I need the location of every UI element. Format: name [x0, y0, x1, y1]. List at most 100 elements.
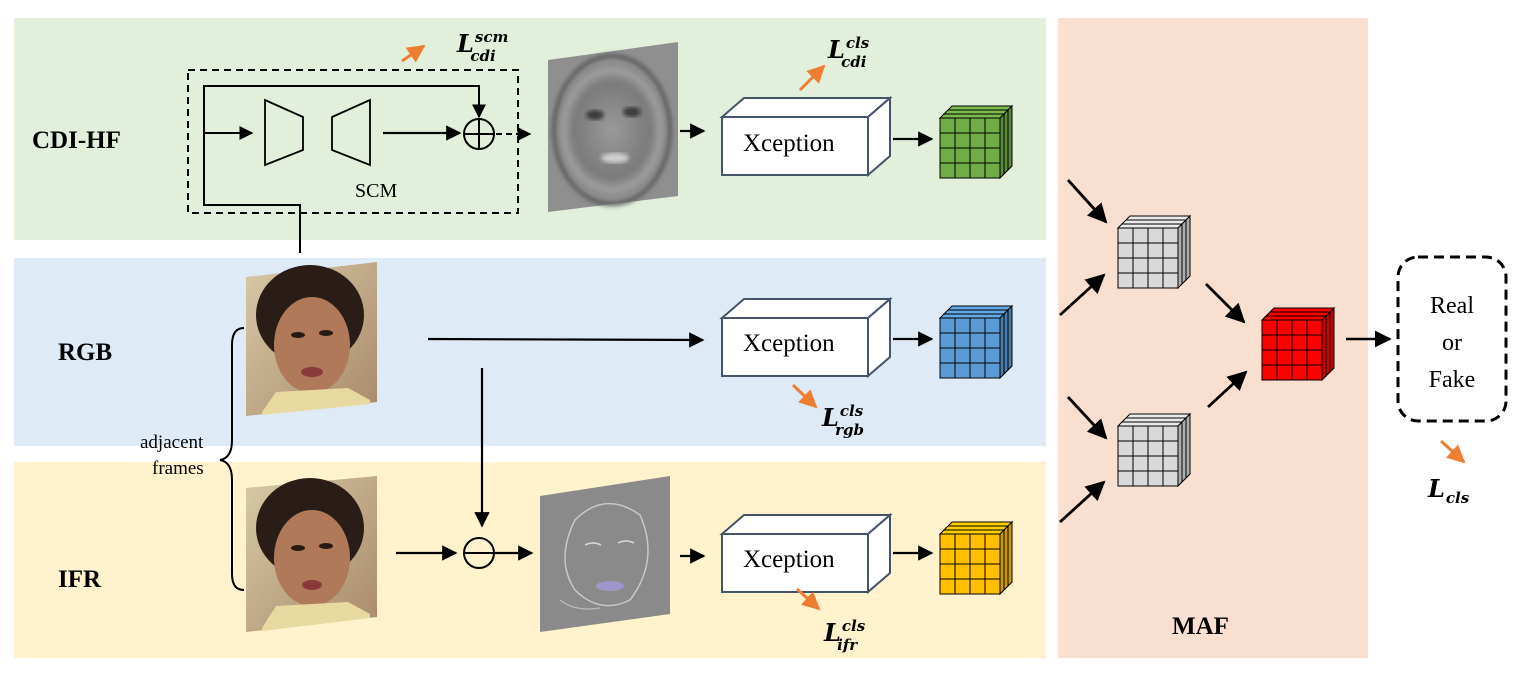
- cube-cell: [939, 533, 956, 550]
- cube-cell: [954, 578, 971, 595]
- cube-cell: [969, 117, 986, 134]
- cube-cell: [939, 347, 956, 364]
- cube-cell: [1306, 334, 1323, 351]
- cube-cell: [1132, 440, 1149, 457]
- cube-top-slice: [1120, 417, 1188, 423]
- xception-front-face: [721, 317, 869, 377]
- loss-sup: cls: [842, 617, 866, 635]
- loss-arrow-cdi-cls: [798, 64, 826, 92]
- cube-cell: [1261, 364, 1278, 381]
- cube-cell: [984, 347, 1001, 364]
- xception-top-face: [719, 514, 893, 535]
- xception-front-face: [721, 116, 869, 176]
- cube-cell: [969, 563, 986, 580]
- cube-cell: [939, 332, 956, 349]
- cube-cell: [1147, 425, 1164, 442]
- cube-top-slice: [1124, 413, 1192, 419]
- xception-label-cdi: Xception: [743, 130, 835, 157]
- cube-cell: [1291, 349, 1308, 366]
- cube-cell: [984, 317, 1001, 334]
- cube-cell: [1132, 455, 1149, 472]
- cube-cell: [939, 117, 956, 134]
- cube-cell: [969, 347, 986, 364]
- cube-cell: [1147, 242, 1164, 259]
- feature-cube-fused-2: [1116, 412, 1192, 488]
- scm-encoder: [264, 98, 304, 167]
- cube-side-slice: [1181, 416, 1187, 484]
- arrow-fuse2-to-final: [1207, 370, 1248, 409]
- cube-cell: [1147, 272, 1164, 289]
- cube-cell: [954, 548, 971, 565]
- cdi-hf-image: [548, 42, 678, 212]
- cube-cell: [1117, 425, 1134, 442]
- cube-cell: [1132, 425, 1149, 442]
- cube-cell: [969, 317, 986, 334]
- cube-cell: [939, 317, 956, 334]
- cube-cell: [1147, 440, 1164, 457]
- loss-arrow-scm: [401, 44, 426, 63]
- cube-top-slice: [938, 529, 1006, 535]
- row-label-ifr: IFR: [58, 566, 102, 593]
- cube-cell: [954, 162, 971, 179]
- cube-cell: [984, 362, 1001, 379]
- cube-cell: [984, 132, 1001, 149]
- cube-cell: [1147, 257, 1164, 274]
- cube-cell: [984, 578, 1001, 595]
- feature-cube-cdi: [938, 104, 1014, 180]
- cube-cell: [969, 147, 986, 164]
- cube-top-slice: [946, 305, 1014, 311]
- cube-cell: [1162, 455, 1179, 472]
- scm-box: [187, 69, 519, 214]
- xception-label-ifr: Xception: [743, 546, 835, 573]
- cube-cell: [954, 332, 971, 349]
- cube-cell: [1117, 242, 1134, 259]
- cube-cell: [1276, 334, 1293, 351]
- ifr-region: [14, 462, 1046, 658]
- arrow-cdi-to-fuse1: [1066, 179, 1108, 224]
- cube-cell: [1132, 272, 1149, 289]
- cube-cell: [1261, 349, 1278, 366]
- arrow-ifr-to-fuse2: [1059, 480, 1106, 524]
- cube-cell: [1117, 455, 1134, 472]
- cube-cell: [939, 578, 956, 595]
- cube-side-slice: [1185, 412, 1191, 480]
- cube-side-slice: [1329, 306, 1335, 374]
- cube-cell: [1162, 242, 1179, 259]
- cube-cell: [984, 117, 1001, 134]
- cube-cell: [984, 162, 1001, 179]
- feature-cube-fused-1: [1116, 214, 1192, 290]
- cube-cell: [939, 548, 956, 565]
- xception-top-face: [719, 97, 893, 118]
- cube-cell: [1276, 364, 1293, 381]
- output-fake: Fake: [1429, 367, 1476, 393]
- cube-cell: [1132, 227, 1149, 244]
- scm-label: SCM: [355, 180, 397, 202]
- arrow-rgb-to-xception: [427, 332, 705, 348]
- cube-cell: [954, 317, 971, 334]
- cube-cell: [1261, 319, 1278, 336]
- loss-base: L: [827, 35, 845, 64]
- cube-top-slice: [1268, 307, 1336, 313]
- xception-block-ifr: [719, 512, 893, 595]
- loss-sup: cls: [846, 34, 870, 52]
- output-or: or: [1442, 330, 1462, 356]
- cube-cell: [1162, 272, 1179, 289]
- arrow-fuse1-to-final: [1205, 283, 1246, 324]
- cube-cell: [954, 132, 971, 149]
- cube-cell: [1162, 470, 1179, 487]
- cube-cell: [954, 563, 971, 580]
- cube-cell: [1276, 349, 1293, 366]
- cube-cell: [939, 147, 956, 164]
- cube-cell: [1162, 227, 1179, 244]
- cube-cell: [969, 332, 986, 349]
- cube-top-slice: [1116, 421, 1184, 427]
- cube-cell: [984, 147, 1001, 164]
- cube-cell: [1132, 257, 1149, 274]
- cube-side-slice: [1181, 218, 1187, 286]
- cube-side-slice: [1007, 304, 1013, 372]
- cube-cell: [1132, 242, 1149, 259]
- cube-cell: [969, 132, 986, 149]
